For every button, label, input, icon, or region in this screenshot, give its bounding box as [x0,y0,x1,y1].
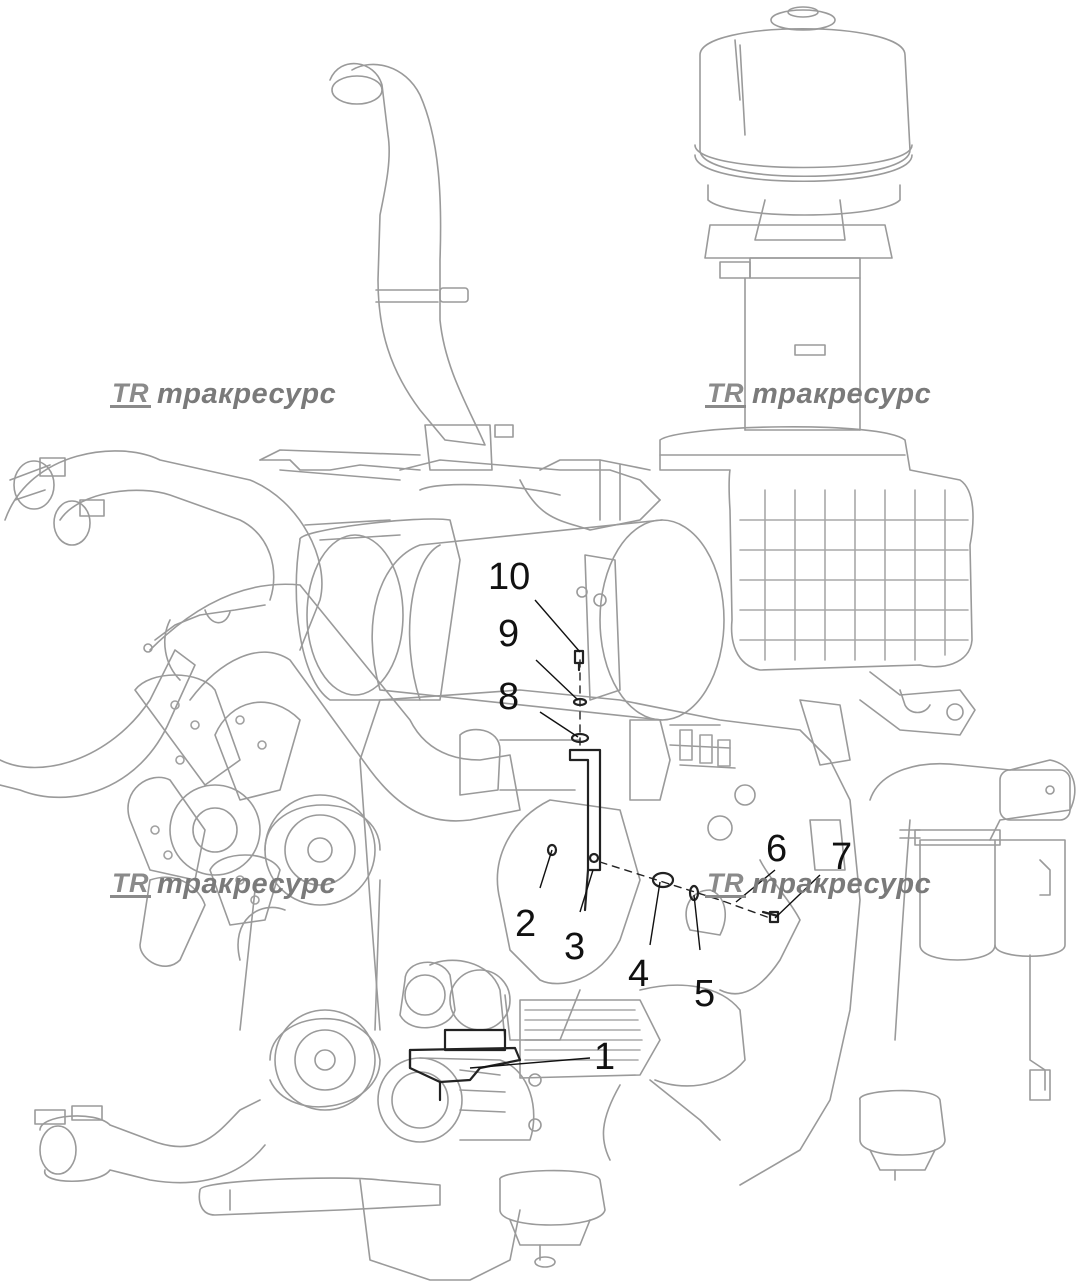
callout-7: 7 [831,836,853,878]
watermark-text: тракресурс [752,378,932,410]
leader-3 [579,869,594,913]
part-1-bracket [408,1028,522,1102]
watermark: TR тракресурс [110,378,336,411]
callout-9: 9 [498,613,520,655]
aftertreatment-cylinders [259,449,725,721]
part-3-bracket-arm [568,748,602,912]
watermark-logo: TR [110,377,151,409]
leader-9 [535,659,579,701]
radiator-hoses [0,450,521,822]
leader-8 [539,711,579,738]
leader-5 [693,894,701,951]
leader-7 [774,874,821,919]
callout-4: 4 [628,953,650,995]
watermark: TR тракресурс [705,868,931,901]
pulleys-and-belts [237,794,456,1111]
callout-6: 6 [766,828,788,870]
air-cleaner [694,6,913,431]
watermark-text: тракресурс [752,868,932,900]
part-4-clamp [651,871,675,889]
lower-hose [34,1099,266,1184]
upper-harness [143,459,661,653]
leader-1 [469,1057,591,1069]
watermark-logo: TR [110,867,151,899]
engine-block [359,689,861,1186]
cooling-fan [127,674,301,967]
callout-2: 2 [515,903,537,945]
exhaust-pipe [329,62,514,471]
leader-4 [649,881,661,946]
engine-mounts [198,989,946,1281]
watermark: TR тракресурс [705,378,931,411]
watermark: TR тракресурс [110,868,336,901]
callout-8: 8 [498,676,520,718]
watermark-text: тракресурс [157,378,337,410]
part-2-boss [546,843,558,857]
charge-air-cooler [659,426,976,736]
callout-1: 1 [594,1036,616,1078]
part-7-bolt [761,910,780,924]
fuel-filters [869,759,1076,1101]
leader-10 [534,599,581,653]
callout-10: 10 [488,556,531,598]
watermark-logo: TR [705,867,746,899]
watermark-text: тракресурс [157,868,337,900]
part-10-bolt [573,649,585,672]
leader-2 [539,849,553,889]
callout-5: 5 [694,973,716,1015]
watermark-logo: TR [705,377,746,409]
callout-3: 3 [564,926,586,968]
